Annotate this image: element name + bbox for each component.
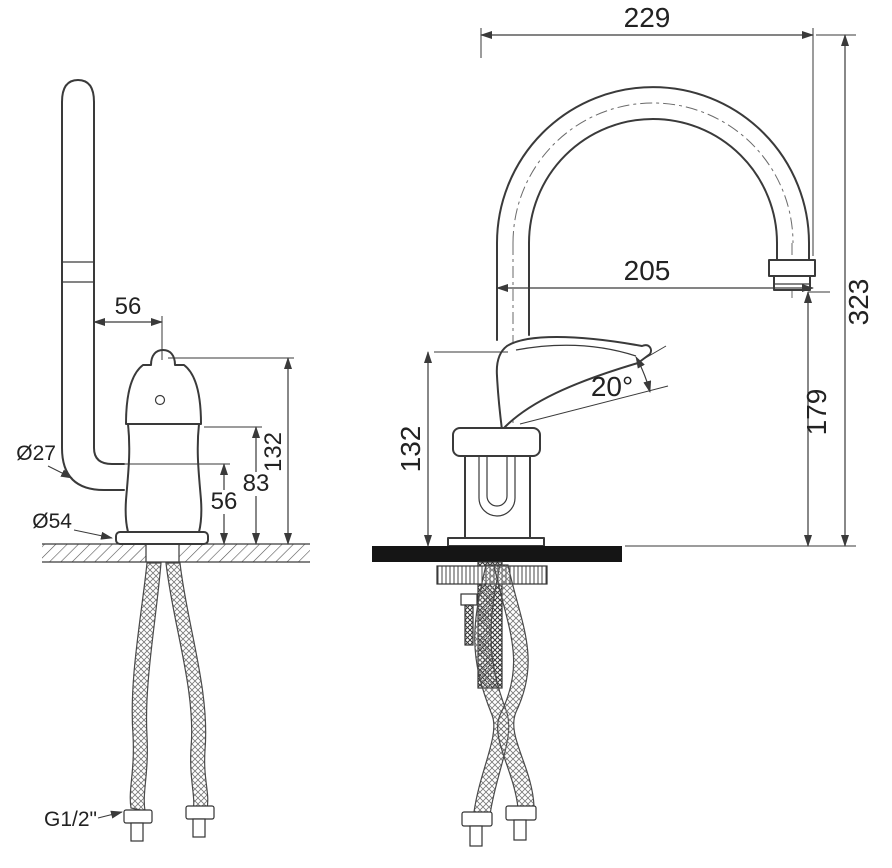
handle-lever bbox=[495, 336, 652, 431]
dim-total-height: 323 bbox=[625, 34, 874, 547]
hose-fitting-left-a bbox=[123, 809, 153, 842]
dim-label-handle-height: 132 bbox=[395, 426, 426, 473]
dim-spout-offset: 56 bbox=[93, 293, 163, 360]
right-view: 20° bbox=[372, 2, 874, 847]
body-screw bbox=[154, 394, 166, 406]
hose-fitting-right-a bbox=[461, 811, 493, 847]
mounting-bolt bbox=[460, 593, 478, 646]
spout-outlet bbox=[768, 259, 816, 291]
dim-handle-height: 132 bbox=[395, 351, 508, 547]
supply-hoses-right bbox=[461, 564, 537, 847]
dim-label-spout-reach: 205 bbox=[624, 255, 671, 286]
dim-label-handle-angle: 20° bbox=[591, 371, 633, 402]
dim-label-spout-offset: 56 bbox=[115, 293, 142, 320]
dim-outlet-to-deck: 179 bbox=[801, 291, 832, 547]
thread-size-label: G1/2" bbox=[44, 808, 97, 831]
base-plate-front bbox=[447, 537, 545, 547]
dim-label-dia-base: Ø54 bbox=[32, 510, 72, 533]
supply-hoses-left bbox=[123, 562, 215, 842]
dim-label-body-height: 83 bbox=[243, 470, 270, 497]
dim-label-dia-spout: Ø27 bbox=[16, 442, 56, 465]
countertop-section-right bbox=[372, 546, 622, 562]
dim-spout-span: 229 bbox=[480, 2, 814, 256]
hose-fitting-left-b bbox=[185, 805, 215, 838]
spout-pipe-side bbox=[61, 79, 125, 491]
dim-body-height: 83 bbox=[204, 426, 270, 545]
body-cap bbox=[452, 427, 541, 457]
countertop-section-left bbox=[42, 543, 310, 563]
dim-spout-reach: 205 bbox=[496, 255, 814, 292]
faucet-body-side bbox=[115, 349, 209, 545]
dim-label-spout-span: 229 bbox=[624, 2, 671, 33]
thread-size-callout: G1/2" bbox=[44, 808, 123, 831]
base-plate-side bbox=[115, 531, 209, 545]
dim-label-total-height: 323 bbox=[843, 279, 874, 326]
dim-spout-outlet-height: 56 bbox=[124, 463, 238, 545]
dim-label-outlet-to-deck: 179 bbox=[801, 389, 832, 436]
dim-overall-height-left: 132 bbox=[168, 357, 294, 545]
dim-dia-base: Ø54 bbox=[32, 510, 113, 540]
hose-fitting-right-b bbox=[505, 805, 537, 841]
dim-dia-spout-pipe: Ø27 bbox=[16, 442, 73, 479]
left-view: 56 132 83 56 Ø27 Ø54 bbox=[16, 79, 310, 842]
dim-label-overall-height-left: 132 bbox=[260, 432, 287, 472]
handle-angle-annotation: 20° bbox=[519, 345, 669, 425]
body-front bbox=[447, 427, 545, 547]
dim-label-spout-outlet-height: 56 bbox=[211, 488, 238, 515]
